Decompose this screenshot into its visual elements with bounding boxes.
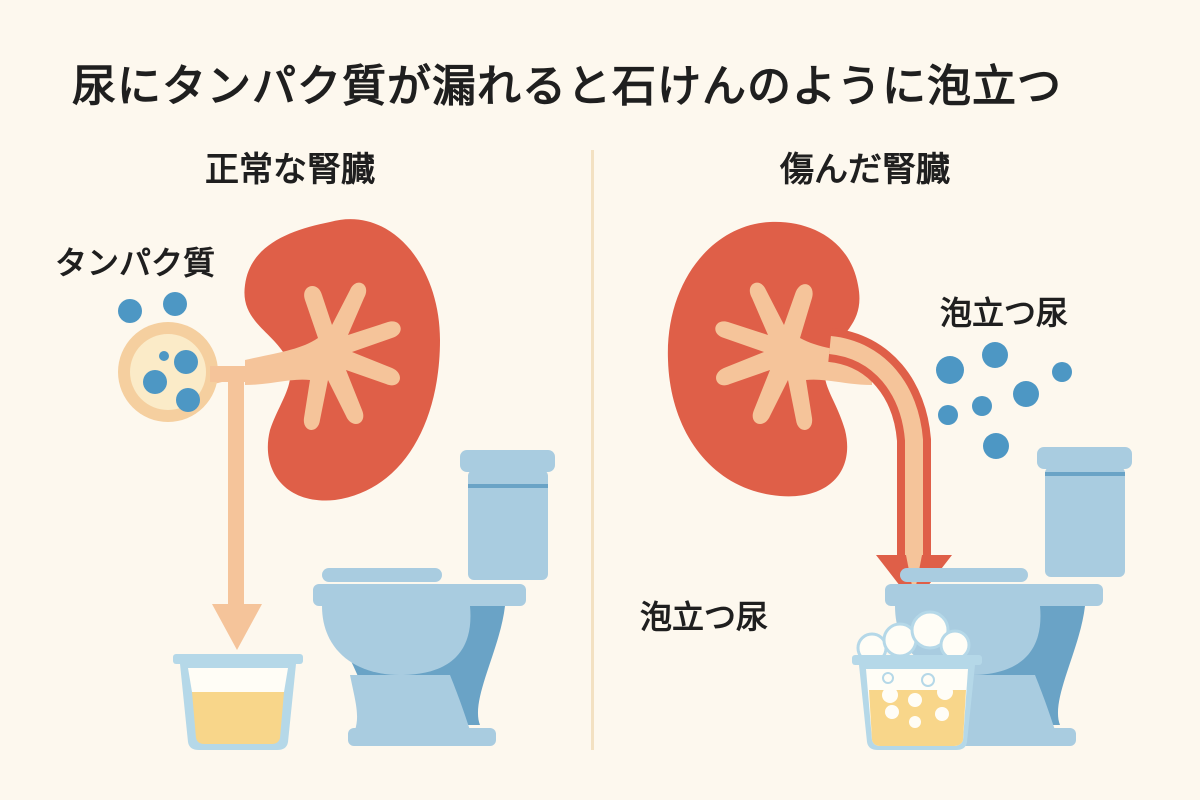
protein-dot-icon [118, 299, 142, 323]
urine-cup-icon [173, 654, 303, 750]
protein-dot-icon [163, 292, 187, 316]
normal-kidney-heading: 正常な腎臓 [205, 150, 375, 190]
healthy-kidney-icon [244, 219, 440, 501]
glomerulus-icon [118, 322, 260, 422]
curved-arrow-icon [827, 328, 952, 604]
foam-bubbles-icon [936, 342, 1072, 459]
page-title: 尿にタンパク質が漏れると石けんのように泡立つ [72, 61, 1062, 112]
panel-divider [591, 150, 594, 750]
toilet-icon [313, 450, 555, 746]
arrow-down-icon [212, 375, 262, 650]
damaged-kidney-icon [667, 221, 872, 497]
foamy-urine-label-top: 泡立つ尿 [940, 294, 1069, 332]
foamy-urine-label-bottom: 泡立つ尿 [640, 598, 769, 636]
foamy-urine-cup-icon [852, 610, 982, 750]
protein-label: タンパク質 [55, 244, 216, 282]
damaged-kidney-heading: 傷んだ腎臓 [780, 150, 950, 190]
